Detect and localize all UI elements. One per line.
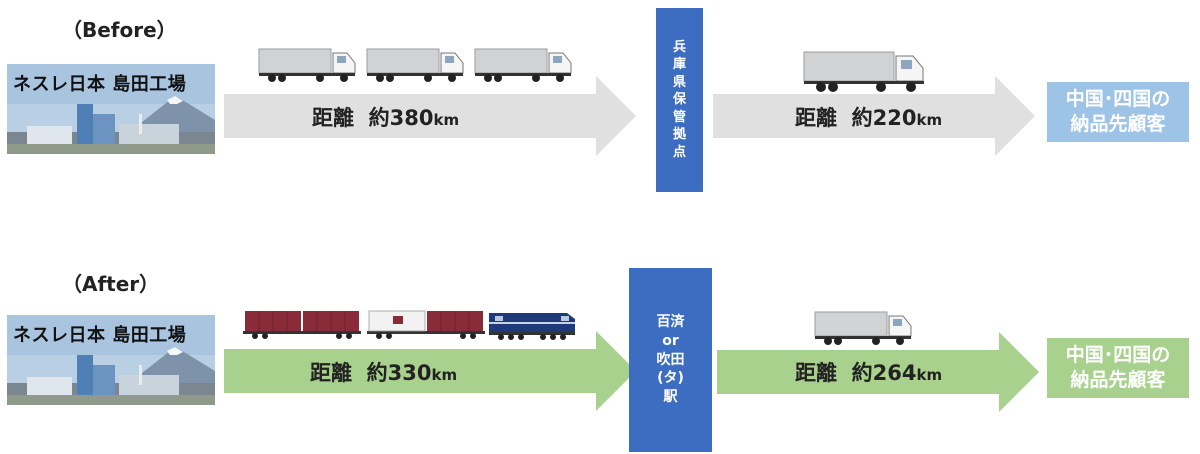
before-label: （Before） — [62, 18, 177, 42]
truck-icon — [474, 47, 572, 83]
before-leg1-arrow — [224, 76, 636, 156]
hub-line: 吹田 — [656, 351, 685, 368]
truck-icon — [258, 47, 356, 83]
hub-line: (タ) — [657, 370, 684, 387]
truck-icon — [814, 310, 912, 346]
distance-unit: km — [916, 366, 943, 384]
destination-line: 納品先顧客 — [1070, 113, 1166, 135]
distance-value: 約264 — [851, 361, 917, 385]
hub-line: 管 — [672, 109, 686, 125]
truck-icon — [803, 50, 925, 92]
distance-unit: km — [916, 111, 943, 129]
truck-icon — [366, 47, 464, 83]
hub-line: 庫 — [672, 57, 686, 73]
distance-label: 距離 — [310, 361, 352, 385]
before-leg1-distance: 距離 約380km — [312, 102, 459, 132]
distance-label: 距離 — [795, 361, 837, 385]
before-leg2-arrow — [713, 76, 1035, 156]
distance-label: 距離 — [795, 106, 837, 130]
hub-line: 兵 — [672, 39, 686, 55]
destination-line: 中国･四国の — [1065, 88, 1171, 111]
hub-line: 百済 — [656, 313, 685, 330]
hub-line: 駅 — [663, 389, 678, 406]
distance-value: 約380 — [368, 106, 434, 130]
freight-train-icon — [243, 307, 577, 341]
hub-line: 県 — [672, 74, 686, 90]
after-label: （After） — [62, 272, 160, 296]
factory-photo-before: ネスレ日本 島田工場 — [7, 64, 215, 154]
after-leg1-distance: 距離 約330km — [310, 357, 457, 387]
hub-line: or — [662, 332, 679, 349]
factory-photo-after: ネスレ日本 島田工場 — [7, 315, 215, 405]
distance-value: 約220 — [851, 106, 917, 130]
factory-name-after: ネスレ日本 島田工場 — [13, 325, 187, 346]
destination-line: 中国･四国の — [1065, 344, 1171, 367]
hub-line: 拠 — [672, 127, 686, 143]
distance-label: 距離 — [312, 106, 354, 130]
distance-unit: km — [433, 111, 460, 129]
destination-line: 納品先顧客 — [1070, 369, 1166, 391]
hub-kudara-or-suita-terminal-station: 百済 or 吹田 (タ) 駅 — [629, 268, 712, 452]
hub-line: 保 — [672, 92, 686, 108]
factory-name-before: ネスレ日本 島田工場 — [13, 74, 187, 95]
distance-unit: km — [431, 366, 458, 384]
hub-hyogo-storage-base: 兵 庫 県 保 管 拠 点 — [656, 8, 703, 192]
before-destination: 中国･四国の 納品先顧客 — [1047, 82, 1189, 142]
after-leg2-arrow — [717, 332, 1039, 412]
after-leg2-distance: 距離 約264km — [795, 357, 942, 387]
after-leg1-arrow — [224, 331, 636, 411]
distance-value: 約330 — [366, 361, 432, 385]
hub-line: 点 — [672, 144, 686, 160]
after-destination: 中国･四国の 納品先顧客 — [1047, 338, 1189, 398]
before-leg2-distance: 距離 約220km — [795, 102, 942, 132]
